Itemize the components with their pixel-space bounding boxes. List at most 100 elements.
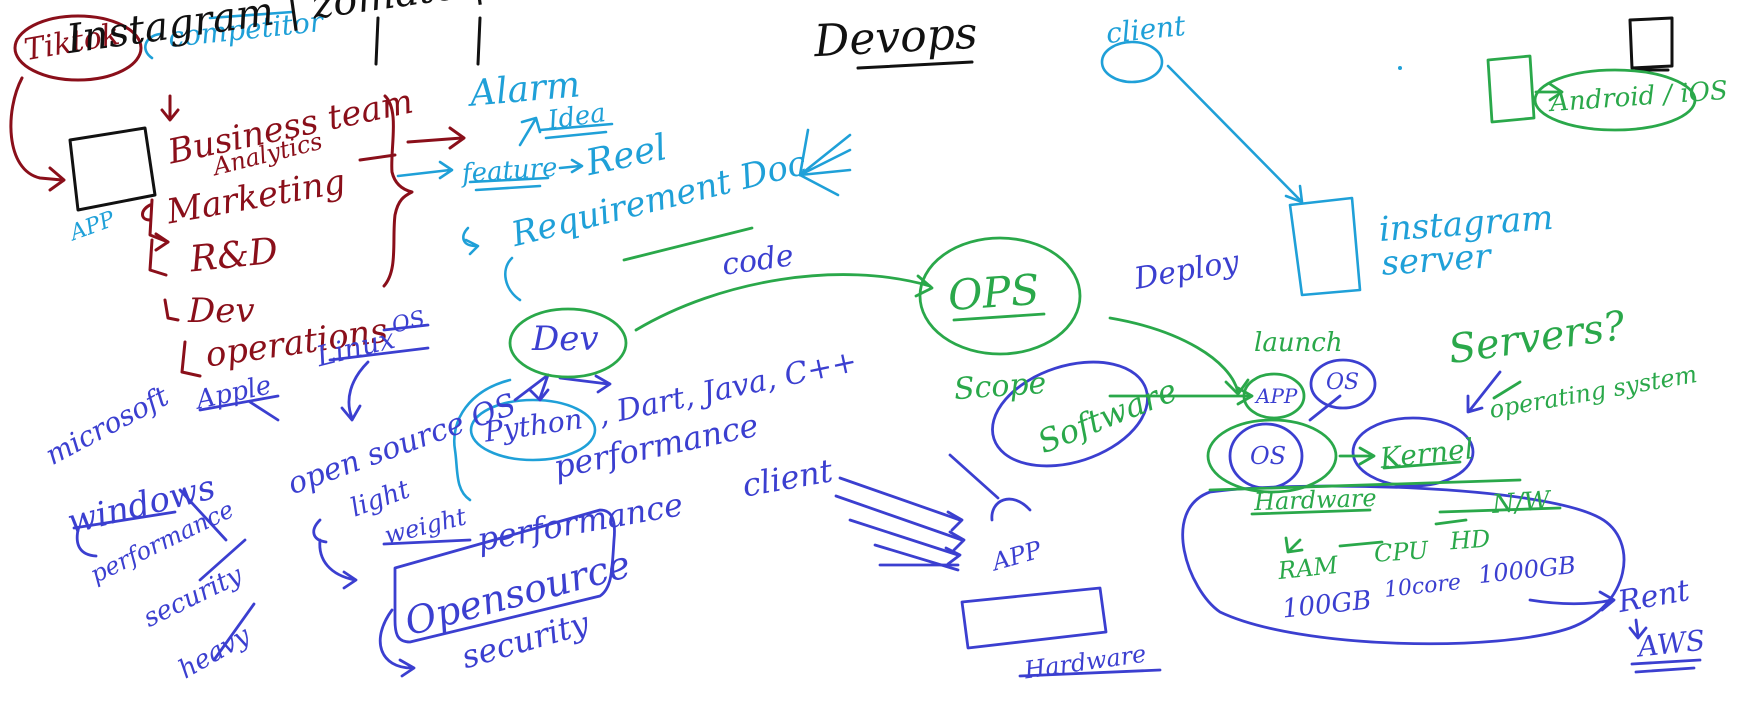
feature-underline bbox=[468, 176, 550, 184]
dev-to-dart-arrow bbox=[558, 376, 610, 386]
linux-os-underline bbox=[382, 323, 430, 332]
feature-to-reel-arrowhead bbox=[570, 158, 584, 174]
instagram-server-label: instagram server bbox=[1377, 197, 1555, 284]
client-arrow-3 bbox=[848, 518, 960, 557]
ram-arrow bbox=[1288, 538, 1302, 552]
ram-label: RAM bbox=[1276, 550, 1340, 586]
feature-to-reel-arrow bbox=[558, 164, 582, 170]
aws-underline-2 bbox=[1634, 666, 1696, 674]
phone-to-android-arrowhead bbox=[1548, 82, 1564, 102]
heavy-strike bbox=[212, 602, 256, 662]
ops-ellipse bbox=[918, 236, 1082, 356]
operations-arrow bbox=[180, 340, 202, 378]
client-arrowhead-2 bbox=[948, 530, 966, 552]
operating-system-hook bbox=[1492, 380, 1522, 400]
security-strike bbox=[198, 538, 247, 582]
team-dev: Dev bbox=[188, 291, 255, 331]
dev-node-label: Dev bbox=[532, 319, 599, 359]
rent-to-aws-arrowhead bbox=[1628, 626, 1648, 640]
stack-os-label-top: OS bbox=[1326, 370, 1360, 395]
client-arrow-6 bbox=[948, 453, 1000, 500]
cloud-client-label: client bbox=[1104, 8, 1187, 51]
hardware-to-rent-arrowhead bbox=[1598, 590, 1616, 612]
tiktok-to-app-arrow bbox=[9, 76, 64, 182]
ops-to-app-arrowhead bbox=[1224, 378, 1250, 396]
software-ellipse bbox=[991, 360, 1149, 468]
competitor-brace bbox=[144, 32, 162, 60]
idea-underline bbox=[538, 122, 614, 132]
server-phone-box bbox=[1628, 16, 1674, 70]
cloud-client-to-server-arrowhead bbox=[1284, 184, 1304, 204]
page-title: Devops bbox=[812, 7, 979, 68]
marketing-hook bbox=[141, 203, 152, 222]
os-to-kernel-arrow-2 bbox=[1308, 394, 1342, 422]
idea-underline-2 bbox=[544, 130, 608, 140]
weight-underline bbox=[382, 538, 472, 546]
apple-strike bbox=[198, 394, 280, 412]
rent-to-aws-arrow bbox=[1634, 618, 1640, 638]
hardware-underline-green bbox=[1250, 508, 1372, 516]
hd-label: HD bbox=[1449, 524, 1492, 556]
doc-arrows-4 bbox=[798, 173, 840, 197]
dev-ellipse bbox=[508, 307, 628, 379]
opensource-box bbox=[393, 508, 616, 644]
stack-os-ellipse bbox=[1206, 418, 1338, 494]
stack-app-label: APP bbox=[1256, 384, 1298, 408]
feature-label: feature bbox=[461, 152, 559, 190]
windows-arrow bbox=[75, 528, 98, 558]
cpu-label: CPU bbox=[1373, 536, 1430, 568]
doc-arrows-5 bbox=[798, 128, 810, 177]
stack-os-label: OS bbox=[1250, 442, 1287, 470]
opensource-arrowhead bbox=[342, 570, 358, 590]
nw-label: N/W bbox=[1491, 486, 1552, 520]
hardware-outer-loop bbox=[1181, 484, 1626, 646]
operating-system-arrowhead bbox=[1466, 394, 1484, 414]
tiktok-to-app-arrowhead bbox=[48, 166, 66, 192]
cloud-client-ellipse bbox=[1100, 40, 1164, 84]
feature-to-idea-arrow bbox=[518, 118, 537, 147]
client-arrowhead-3 bbox=[944, 546, 962, 566]
requirement-underline bbox=[622, 226, 754, 262]
idea-label: Idea bbox=[546, 98, 608, 136]
title-underline bbox=[856, 60, 974, 70]
requirement-hook-head bbox=[464, 238, 480, 256]
kernel-ellipse bbox=[1351, 416, 1475, 488]
apple-strike-2 bbox=[248, 400, 280, 422]
hardware-underline bbox=[1018, 668, 1162, 678]
marketing-to-feature-arrowhead bbox=[438, 160, 454, 180]
dev-to-python-arrowhead bbox=[528, 388, 550, 402]
launch-label: launch bbox=[1254, 328, 1343, 358]
rnd-arrow bbox=[148, 238, 168, 277]
python-ellipse bbox=[469, 398, 597, 462]
security-arrowhead bbox=[398, 658, 416, 678]
software-to-app-arrowhead bbox=[1236, 386, 1254, 406]
bracket-to-alarm bbox=[358, 153, 397, 162]
launch-os-ellipse bbox=[1309, 358, 1377, 410]
hardware-label: Hardware bbox=[1253, 483, 1378, 517]
aws-label: AWS bbox=[1636, 623, 1707, 664]
instagram-to-business-arrowhead bbox=[160, 108, 180, 122]
ram-arrowhead bbox=[1284, 536, 1304, 554]
aws-underline bbox=[1630, 658, 1702, 666]
security-arrow bbox=[378, 608, 414, 670]
client-hardware-box bbox=[960, 586, 1108, 650]
scope-label: Scope bbox=[952, 365, 1048, 408]
dev-to-python-arrow bbox=[538, 373, 550, 400]
competitor-separator-1 bbox=[374, 16, 380, 66]
instagram-server-box bbox=[1288, 196, 1362, 297]
dev-to-dart-arrowhead bbox=[594, 374, 612, 394]
python-link bbox=[452, 378, 512, 502]
dev-hook bbox=[504, 256, 522, 302]
brace-to-alarm-arrow bbox=[406, 136, 464, 144]
brace-to-alarm-arrowhead bbox=[448, 126, 466, 150]
ops-node-label: OPS bbox=[946, 264, 1042, 321]
android-ios-ellipse bbox=[1533, 68, 1697, 132]
hardware-to-rent-arrow bbox=[1528, 598, 1614, 606]
linux-to-opensource-arrow bbox=[347, 360, 370, 420]
feature-underline-2 bbox=[474, 184, 542, 192]
ops-to-app-arrow bbox=[1108, 316, 1240, 394]
client-arrow-2 bbox=[834, 494, 964, 542]
stack-base-line bbox=[1208, 478, 1522, 492]
feature-to-idea-arrowhead bbox=[520, 116, 542, 134]
